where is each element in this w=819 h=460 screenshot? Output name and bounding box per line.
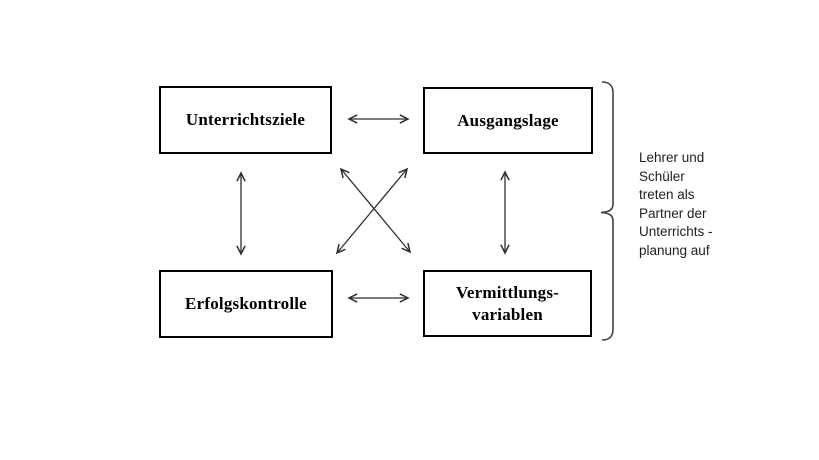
box-erfolgskontrolle-label: Erfolgskontrolle [185, 294, 307, 313]
annotation-line: planung auf [639, 242, 710, 258]
right-bracket [600, 81, 614, 341]
box-ausgangslage: Ausgangslage [423, 87, 593, 154]
annotation-line: treten als [639, 187, 695, 202]
box-vermittlungsvariablen-label-line2: variablen [472, 304, 543, 324]
arrow-diagonal-tl-br [339, 167, 412, 254]
annotation-line: Unterrichts - [639, 224, 713, 239]
box-vermittlungsvariablen-label-line1: Vermittlungs- [455, 282, 560, 302]
annotation-line: Partner der [639, 205, 707, 221]
annotation-line: Lehrer und [639, 150, 705, 165]
annotation-line: Schüler [639, 168, 685, 184]
box-erfolgskontrolle: Erfolgskontrolle [159, 270, 333, 338]
arrow-diagonal-tr-bl [335, 167, 409, 255]
box-unterrichtsziele-label: Unterrichtsziele [185, 110, 306, 129]
box-unterrichtsziele: Unterrichtsziele [159, 86, 332, 154]
box-vermittlungsvariablen: Vermittlungs- variablen [423, 270, 592, 337]
box-ausgangslage-label: Ausgangslage [457, 110, 559, 130]
bracket-annotation: Lehrer und Schüler treten als Partner de… [639, 149, 769, 260]
